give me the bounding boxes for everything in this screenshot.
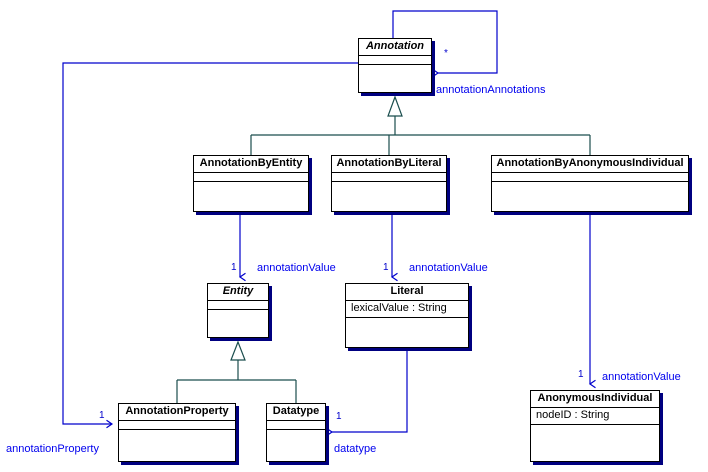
class-operations-annotation-by-anonymous-individual <box>492 182 688 192</box>
class-box-annotation-by-literal[interactable]: AnnotationByLiteral <box>331 155 447 212</box>
association-label-annotation-value-literal: annotationValue <box>409 262 488 274</box>
class-name-anonymous-individual: AnonymousIndividual <box>531 391 659 408</box>
class-attributes-entity <box>208 301 268 310</box>
generalization-entity <box>176 340 297 403</box>
generalization-arrowhead <box>230 340 246 361</box>
class-attribute-lexical-value: lexicalValue : String <box>346 301 468 318</box>
association-multiplicity-annotation-value-literal: 1 <box>383 262 389 273</box>
association-datatype <box>326 348 408 437</box>
association-multiplicity-annotation-annotations: * <box>444 48 448 59</box>
class-box-annotation[interactable]: Annotation <box>358 38 432 93</box>
class-box-annotation-property[interactable]: AnnotationProperty <box>118 403 236 462</box>
class-attribute-node-id: nodeID : String <box>531 408 659 425</box>
class-name-datatype: Datatype <box>267 404 325 421</box>
association-multiplicity-datatype: 1 <box>336 411 342 422</box>
class-operations-datatype <box>267 430 325 440</box>
class-operations-annotation-by-entity <box>194 182 308 192</box>
class-attributes-annotation-by-entity <box>194 173 308 182</box>
association-annotation-property <box>62 62 358 429</box>
class-operations-annotation-property <box>119 430 235 440</box>
association-multiplicity-annotation-property: 1 <box>99 410 105 421</box>
class-name-annotation-by-entity: AnnotationByEntity <box>194 156 308 173</box>
class-attributes-annotation-by-literal <box>332 173 446 182</box>
class-operations-anonymous-individual <box>531 425 659 435</box>
class-operations-annotation <box>359 65 431 75</box>
class-attributes-datatype <box>267 421 325 430</box>
class-name-annotation-by-literal: AnnotationByLiteral <box>332 156 446 173</box>
class-name-annotation-property: AnnotationProperty <box>119 404 235 421</box>
class-name-literal: Literal <box>346 284 468 301</box>
class-attributes-annotation-property <box>119 421 235 430</box>
association-multiplicity-annotation-value-anonymous-individual: 1 <box>578 369 584 380</box>
class-box-annotation-by-entity[interactable]: AnnotationByEntity <box>193 155 309 212</box>
class-name-entity: Entity <box>208 284 268 301</box>
class-operations-literal <box>346 318 468 328</box>
association-multiplicity-annotation-value-entity: 1 <box>231 262 237 273</box>
class-box-literal[interactable]: Literal lexicalValue : String <box>345 283 469 348</box>
class-operations-annotation-by-literal <box>332 182 446 192</box>
class-box-anonymous-individual[interactable]: AnonymousIndividual nodeID : String <box>530 390 660 462</box>
class-attributes-annotation-by-anonymous-individual <box>492 173 688 182</box>
association-label-datatype: datatype <box>334 443 377 455</box>
class-name-annotation: Annotation <box>359 39 431 56</box>
association-label-annotation-annotations: annotationAnnotations <box>436 84 546 96</box>
association-label-annotation-value-anonymous-individual: annotationValue <box>602 371 681 383</box>
association-label-annotation-property: annotationProperty <box>6 443 99 455</box>
generalization-annotation <box>250 95 591 155</box>
class-name-annotation-by-anonymous-individual: AnnotationByAnonymousIndividual <box>492 156 688 173</box>
class-box-entity[interactable]: Entity <box>207 283 269 338</box>
class-attributes-annotation <box>359 56 431 65</box>
generalization-arrowhead <box>387 95 403 117</box>
class-box-datatype[interactable]: Datatype <box>266 403 326 462</box>
class-box-annotation-by-anonymous-individual[interactable]: AnnotationByAnonymousIndividual <box>491 155 689 212</box>
association-label-annotation-value-entity: annotationValue <box>257 262 336 274</box>
class-operations-entity <box>208 310 268 320</box>
